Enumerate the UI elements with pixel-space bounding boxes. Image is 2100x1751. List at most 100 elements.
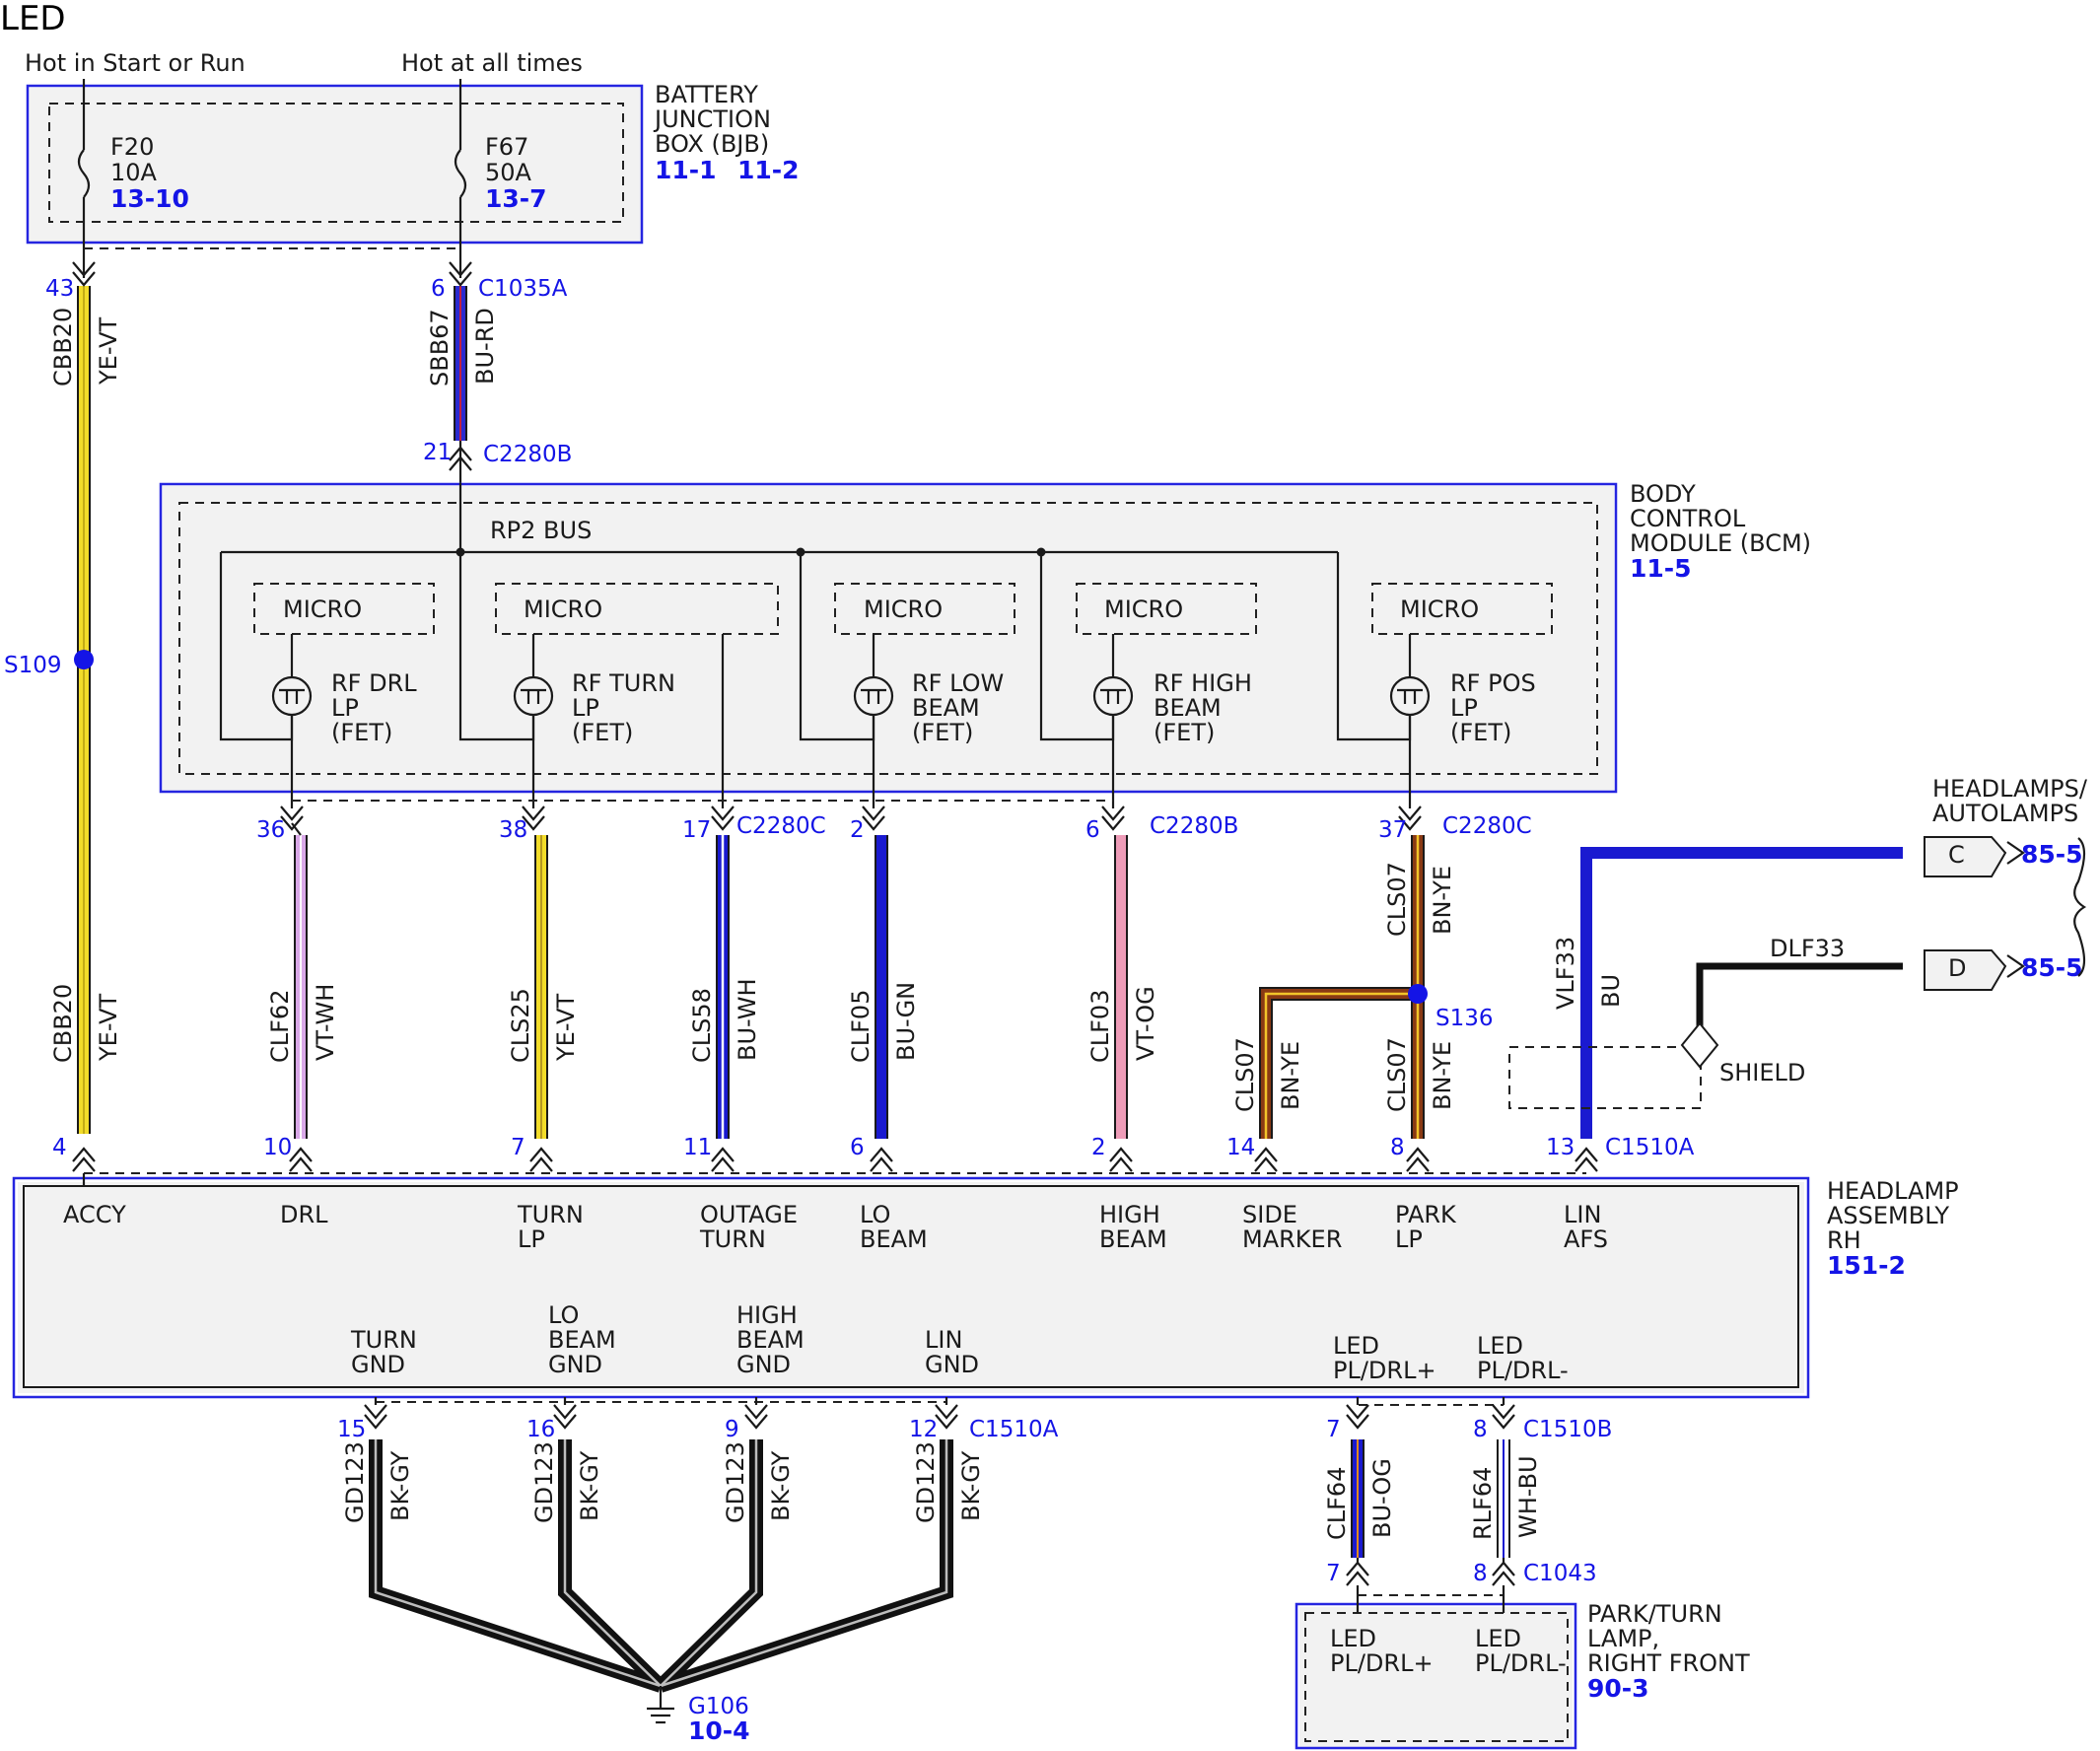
body-control-module: RP2 BUS MICRO MICRO MICRO MICRO MICRO <box>159 480 1811 808</box>
connector-c2280c-2[interactable]: C2280C <box>1442 813 1532 839</box>
connector-arrow-21 <box>449 446 472 471</box>
wire-gd123-color-2: BK-GY <box>576 1450 603 1521</box>
headlamp-ref[interactable]: 151-2 <box>1827 1251 1906 1280</box>
pin-label-park-lp-l1: PARK <box>1395 1201 1457 1228</box>
connector-arrow-43 <box>72 261 96 287</box>
pin-label-led-pl-drl-plus-l2: PL/DRL+ <box>1333 1357 1436 1384</box>
micro-1: MICRO <box>283 595 362 623</box>
connector-c1510b[interactable]: C1510B <box>1523 1417 1612 1442</box>
connector-c1043[interactable]: C1043 <box>1523 1561 1597 1586</box>
bjb-ref-1[interactable]: 11-1 <box>655 156 717 184</box>
wire-cls07 <box>1259 835 1425 1139</box>
pin-label-high-beam-l2: BEAM <box>1099 1226 1167 1253</box>
wire-clf64-color: BU-OG <box>1368 1458 1396 1538</box>
connector-c2280b-2[interactable]: C2280B <box>1150 813 1238 839</box>
pin-4: 4 <box>52 1135 67 1160</box>
driver-rf-pos-l1: RF POS <box>1450 669 1536 697</box>
pin-label-high-beam-gnd-l1: HIGH <box>736 1301 798 1329</box>
supply-label-start-run: Hot in Start or Run <box>25 49 245 77</box>
wire-gd123-circuit-2: GD123 <box>530 1441 558 1523</box>
bjb-ref-2[interactable]: 11-2 <box>737 156 800 184</box>
headlamp-assembly: ACCY DRL TURN LP OUTAGE TURN LO BEAM HIG… <box>12 1173 1959 1399</box>
wire-cbb20-bot-color: YE-VT <box>95 994 122 1062</box>
fuse-f20-icon <box>77 149 91 198</box>
driver-rf-turn-l3: (FET) <box>572 719 633 746</box>
headlamp-name-line3: RH <box>1827 1226 1861 1254</box>
pin-label-park-lp-l2: LP <box>1395 1226 1423 1253</box>
connector-c2280c-1[interactable]: C2280C <box>736 813 826 839</box>
offpage-d-ref[interactable]: 85-5 <box>2021 953 2083 982</box>
shield-icon <box>1680 1021 1719 1069</box>
pin-label-lin-afs-l2: AFS <box>1564 1226 1608 1253</box>
park-turn-ref[interactable]: 90-3 <box>1587 1674 1649 1703</box>
pin-9: 9 <box>725 1417 739 1442</box>
headlamp-name-line2: ASSEMBLY <box>1827 1202 1949 1229</box>
park-turn-name-line1: PARK/TURN <box>1587 1600 1722 1628</box>
bcm-ref[interactable]: 11-5 <box>1630 554 1692 583</box>
connector-c1510a-top[interactable]: C1510A <box>1605 1135 1695 1160</box>
wire-sbb67-circuit: SBB67 <box>426 309 454 386</box>
fuse-f20-ref[interactable]: 13-10 <box>110 184 189 213</box>
pin-7-c1510b: 7 <box>1326 1417 1341 1442</box>
driver-rf-drl-l3: (FET) <box>331 719 392 746</box>
driver-rf-low-l2: BEAM <box>912 694 980 722</box>
pin-label-high-beam-gnd-l2: BEAM <box>736 1326 805 1354</box>
splice-s136[interactable]: S136 <box>1435 1006 1494 1031</box>
offpage-connector-d[interactable]: D <box>1924 949 2007 991</box>
wire-cls07-park-circuit: CLS07 <box>1383 1037 1411 1112</box>
bcm-name-line1: BODY <box>1630 480 1696 508</box>
rp2-bus-label: RP2 BUS <box>490 517 592 544</box>
ground-icon <box>647 1686 674 1724</box>
fuse-f67-ref[interactable]: 13-7 <box>485 184 547 213</box>
wire-cbb20-top-color: YE-VT <box>95 317 122 385</box>
pin-label-turn-lp-l1: TURN <box>517 1201 584 1228</box>
pin-label-side-marker-l1: SIDE <box>1242 1201 1297 1228</box>
pin-label-high-beam-gnd-l3: GND <box>736 1351 791 1378</box>
ground-ref[interactable]: 10-4 <box>688 1716 750 1745</box>
offpage-c-ref[interactable]: 85-5 <box>2021 840 2083 869</box>
pin-21: 21 <box>423 440 452 465</box>
park-turn-pin-minus-l2: PL/DRL- <box>1475 1649 1567 1677</box>
pin-17: 17 <box>682 817 711 843</box>
pin-11: 11 <box>683 1135 712 1160</box>
pin-label-outage-turn-l1: OUTAGE <box>700 1201 798 1228</box>
pin-10: 10 <box>263 1135 292 1160</box>
wire-gd123-circuit-1: GD123 <box>341 1441 369 1523</box>
pin-43: 43 <box>45 276 74 302</box>
connector-c2280b-top[interactable]: C2280B <box>483 442 572 467</box>
wire-vlf33 <box>1580 847 1903 1139</box>
connector-c1510a-bottom[interactable]: C1510A <box>969 1417 1059 1442</box>
park-turn-pin-minus-l1: LED <box>1475 1625 1521 1652</box>
wire-rlf64-circuit: RLF64 <box>1469 1467 1497 1540</box>
wire-clf62-color: VT-WH <box>312 984 339 1061</box>
pin-37: 37 <box>1378 817 1407 843</box>
park-turn-pin-plus-l1: LED <box>1330 1625 1376 1652</box>
pin-2-c2280c: 2 <box>850 817 865 843</box>
pin-label-side-marker-l2: MARKER <box>1242 1226 1342 1253</box>
ground-g106[interactable]: G106 <box>688 1694 749 1719</box>
svg-text:C: C <box>1948 841 1965 869</box>
driver-rf-turn-l1: RF TURN <box>572 669 675 697</box>
pin-16: 16 <box>526 1417 555 1442</box>
fuse-f20-rating: 10A <box>110 159 158 186</box>
brace-icon <box>2073 837 2087 977</box>
wire-clf03-color: VT-OG <box>1132 986 1159 1061</box>
headlamp-name-line1: HEADLAMP <box>1827 1177 1959 1205</box>
wire-clf03-circuit: CLF03 <box>1086 990 1114 1063</box>
pin-label-lo-beam-l2: BEAM <box>860 1226 928 1253</box>
wire-gd123-color-4: BK-GY <box>957 1450 985 1521</box>
wire-clf05-circuit: CLF05 <box>847 990 875 1063</box>
pin-8-c1510a: 8 <box>1390 1135 1405 1160</box>
pin-label-lo-beam-gnd-l1: LO <box>548 1301 579 1329</box>
offpage-connector-c[interactable]: C <box>1924 836 2007 877</box>
battery-junction-box: F20 10A 13-10 F67 50A 13-7 BATTERY JUNCT… <box>26 79 800 278</box>
pin-7-c1510a: 7 <box>511 1135 525 1160</box>
wire-vlf33-circuit: VLF33 <box>1552 937 1579 1010</box>
bcm-name-line2: CONTROL <box>1630 505 1746 532</box>
pin-label-lin-gnd-l2: GND <box>925 1351 979 1378</box>
splice-s109[interactable]: S109 <box>4 653 62 678</box>
connector-c1035a[interactable]: C1035A <box>478 276 568 302</box>
lower-connector-arrows <box>364 1404 1515 1430</box>
pin-label-turn-lp-l2: LP <box>518 1226 545 1253</box>
fuse-f67-icon <box>454 149 467 198</box>
